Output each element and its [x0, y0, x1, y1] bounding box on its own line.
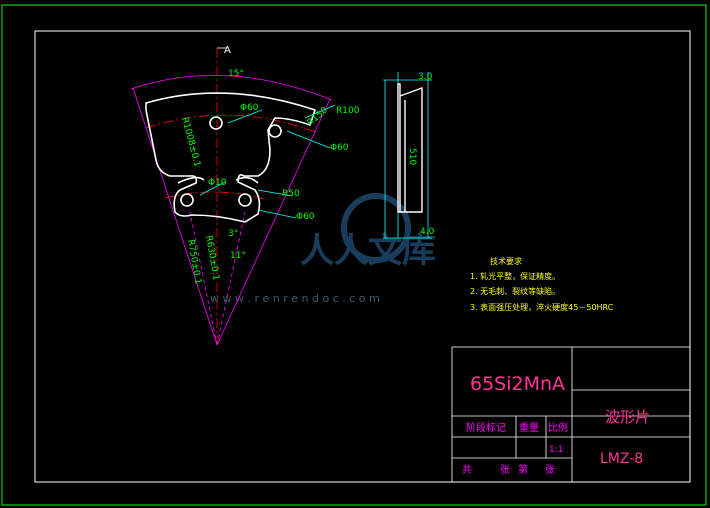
- hole-lower-left: [180, 193, 194, 207]
- drawing-number: LMZ-8: [600, 451, 643, 467]
- technical-requirements: 技术要求 1. 轧光平整，保证精度。 2. 无毛刺、裂纹等缺陷。 3. 表面强压…: [470, 256, 614, 312]
- part-outline: [145, 92, 317, 223]
- arc-centerline-lower: [164, 191, 269, 201]
- side-plate-left-face: [397, 83, 401, 213]
- section-marker: A: [217, 45, 231, 56]
- tech-title: 技术要求: [490, 256, 522, 266]
- centerlines: [145, 48, 319, 345]
- tech-item-1: 1. 轧光平整，保证精度。: [470, 271, 560, 281]
- sheets-label: 张: [500, 464, 510, 476]
- scale-value: 1:1: [549, 445, 563, 455]
- construction-lines: [130, 75, 333, 346]
- tech-item-3: 3. 表面强压处理，淬火硬度45－50HRC: [470, 302, 614, 312]
- stage-mark-label: 阶段标记: [466, 421, 506, 434]
- dim-angle-top: 15°: [228, 69, 244, 79]
- radial-line-left: [132, 87, 218, 346]
- section-label: A: [224, 45, 231, 56]
- watermark-logo-ring: [341, 193, 411, 263]
- outer-arc-construction: [130, 75, 333, 101]
- sheets-total-label: 共: [462, 464, 472, 476]
- dim-angle-11: 11°: [230, 251, 246, 261]
- hole-upper-right: [268, 124, 282, 138]
- hole-lower-right: [238, 193, 252, 207]
- scale-label: 比例: [548, 421, 568, 434]
- drawing-frame: [34, 30, 691, 483]
- dim-phi60-c: Φ60: [296, 212, 315, 222]
- side-dim-bottom: 4.0: [420, 227, 435, 237]
- arc-centerline-upper: [145, 114, 319, 134]
- side-plate-profile: [399, 87, 423, 213]
- tech-item-2: 2. 无毛刺、裂纹等缺陷。: [470, 286, 560, 296]
- dim-angle-3: 3°: [228, 229, 238, 239]
- side-dim-top: 3.0: [418, 72, 433, 82]
- dim-phi60-a: Φ60: [240, 103, 259, 113]
- weight-label: 重量: [519, 421, 539, 434]
- dim-r1008: R1008±0.1: [179, 116, 202, 168]
- dim-phi10: Φ10: [208, 178, 227, 188]
- side-dim-mid: 510: [407, 148, 417, 165]
- dim-r630: R630±0.1: [203, 235, 221, 281]
- slot-left: [177, 176, 205, 184]
- dim-r100: R100: [336, 106, 360, 116]
- material-label: 65Si2MnA: [470, 373, 565, 395]
- radial-line-right: [216, 98, 331, 346]
- watermark-logo-text: 人人文库: [300, 231, 436, 271]
- slot-right: [235, 176, 259, 184]
- sheet-no-label: 第: [518, 463, 528, 476]
- wave-plate-outline: [145, 92, 317, 223]
- sheet-unit-label: 张: [545, 464, 555, 476]
- dim-phi60-b: Φ60: [330, 143, 349, 153]
- dim-r50: R50: [282, 189, 300, 199]
- part-name: 波形片: [605, 408, 650, 426]
- title-block: 65Si2MnA 波形片 LMZ-8 阶段标记 重量 比例 1:1 共 张 第 …: [451, 346, 691, 483]
- watermark-url: w w w . r e n r e n d o c . c o m: [210, 292, 380, 305]
- side-view: 3.0 510 4.0: [383, 72, 435, 239]
- leader-lines: [199, 104, 336, 219]
- hole-upper-center: [209, 116, 223, 130]
- radial-inner-right: [216, 211, 246, 346]
- outer-sheet-border: [1, 4, 707, 506]
- radial-inner-left: [189, 211, 218, 346]
